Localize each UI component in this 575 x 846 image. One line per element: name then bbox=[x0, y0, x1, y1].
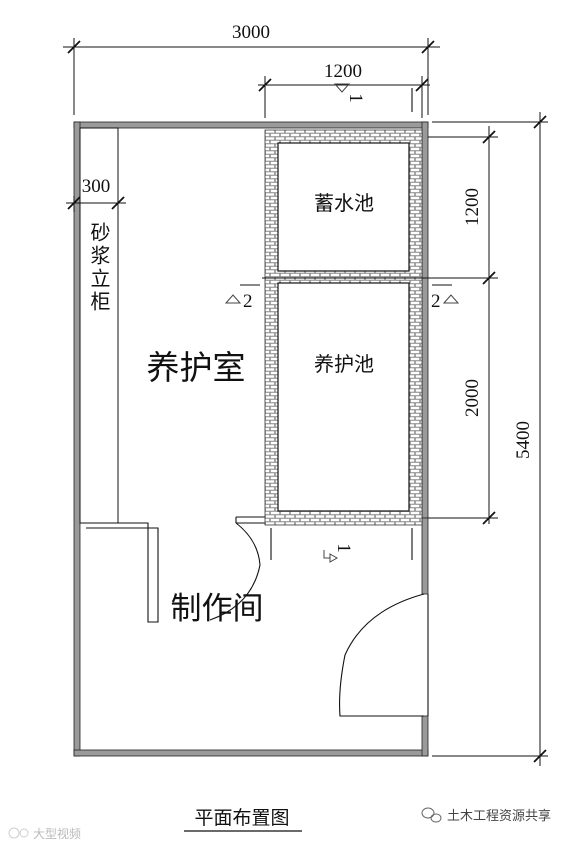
section1-label-bottom: 1 bbox=[333, 543, 354, 553]
dim-cabinet-width-label: 300 bbox=[82, 176, 111, 197]
dim-storage-height-label: 1200 bbox=[462, 188, 483, 226]
room-curing-room: 养护室 bbox=[147, 348, 246, 387]
section-cut-lines bbox=[240, 88, 452, 560]
pool-walls bbox=[264, 129, 423, 526]
partition-wall bbox=[80, 516, 270, 623]
watermark-left-icon bbox=[8, 827, 29, 839]
door-workshop bbox=[339, 593, 429, 717]
dim-cabinet-width bbox=[66, 196, 126, 212]
section2-arrow-left bbox=[224, 294, 242, 304]
room-workshop: 制作间 bbox=[171, 591, 264, 627]
dim-tank-width-label: 1200 bbox=[324, 61, 362, 82]
dim-right-heights bbox=[262, 112, 548, 766]
dim-overall-height-label: 5400 bbox=[513, 421, 534, 459]
wechat-icon bbox=[421, 807, 442, 823]
watermark-right: 土木工程资源共享 bbox=[447, 808, 551, 824]
section1-arrow-bottom bbox=[323, 550, 339, 563]
mortar-cabinet bbox=[79, 127, 119, 524]
watermark-left: 大型视频 bbox=[33, 826, 81, 841]
room-mortar-cabinet: 砂浆立柜 bbox=[87, 222, 111, 314]
plan-title: 平面布置图 bbox=[194, 807, 289, 829]
dim-tank-width bbox=[258, 76, 430, 118]
door-curing-room bbox=[209, 517, 261, 621]
room-storage-tank: 蓄水池 bbox=[314, 191, 374, 215]
dim-overall-width bbox=[63, 38, 440, 115]
room-curing-pool: 养护池 bbox=[314, 352, 374, 376]
section2-arrow-right bbox=[442, 294, 460, 304]
pool-inner-lines bbox=[277, 142, 410, 512]
section2-label-left: 2 bbox=[243, 291, 253, 312]
outer-walls bbox=[73, 121, 429, 757]
section1-label-top: 1 bbox=[345, 93, 366, 103]
section1-arrow-top bbox=[333, 83, 351, 93]
dim-curing-pool-height-label: 2000 bbox=[462, 379, 483, 417]
dim-overall-width-label: 3000 bbox=[232, 22, 270, 43]
section2-label-right: 2 bbox=[431, 291, 441, 312]
